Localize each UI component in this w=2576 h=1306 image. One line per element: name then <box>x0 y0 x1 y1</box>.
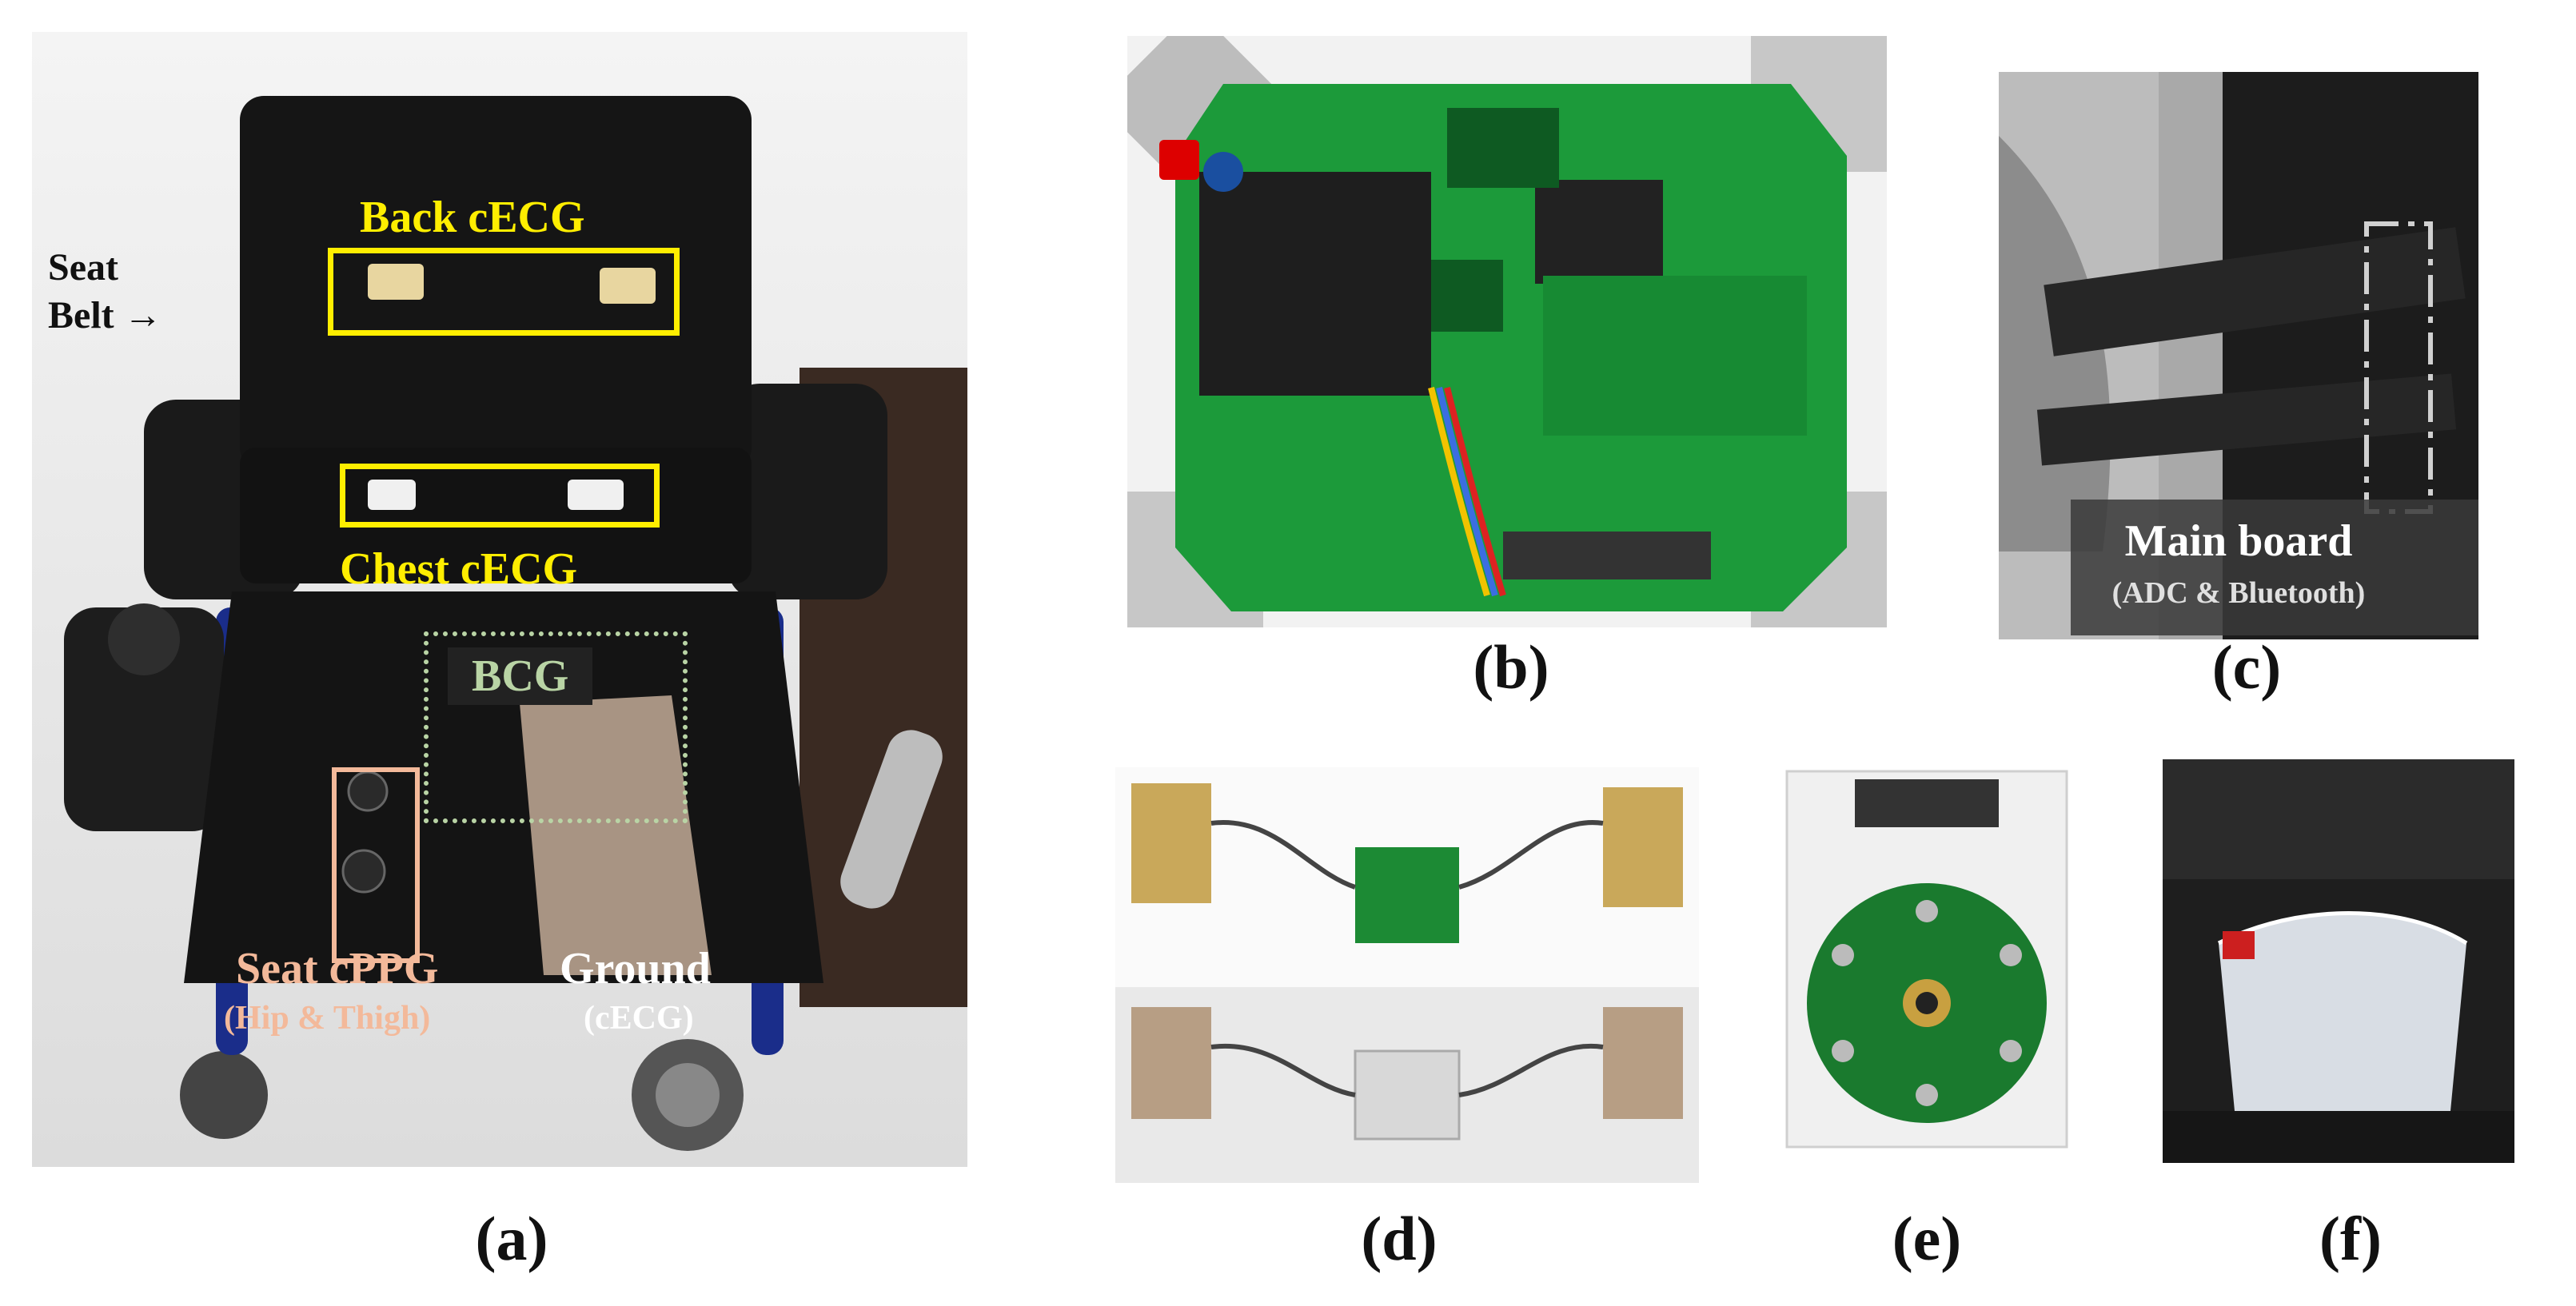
wheelchair-illustration <box>32 32 967 1167</box>
main-board-sublabel: (ADC & Bluetooth) <box>2111 576 2366 610</box>
panel-b-circuit-board-photo <box>1127 36 1887 627</box>
caption-e: (e) <box>1892 1204 1962 1273</box>
panel-d-electrodes-photo <box>1115 767 1699 1183</box>
main-board-label: Main board <box>2124 516 2353 566</box>
bcg-label: BCG <box>448 647 593 705</box>
caption-a: (a) <box>475 1204 548 1273</box>
main-board-mount-illustration <box>1999 72 2478 639</box>
seat-bcg-illustration <box>2163 759 2514 1163</box>
arrow-right-icon: → <box>123 294 162 336</box>
chest-cecg-box <box>340 464 660 528</box>
seat-cppg-label: Seat cPPG <box>236 944 439 993</box>
panel-f-seat-bcg-photo <box>2163 759 2514 1163</box>
seat-cppg-sublabel: (Hip & Thigh) <box>224 1000 431 1037</box>
cppg-sensor-illustration <box>1775 763 2079 1155</box>
caption-c: (c) <box>2211 632 2282 702</box>
ground-sublabel: (cECG) <box>584 1000 694 1037</box>
panel-e-cppg-sensor-photo <box>1775 763 2079 1155</box>
chest-cecg-label: Chest cECG <box>340 544 578 594</box>
seat-belt-label: Seat Belt → <box>48 246 162 336</box>
ground-label: Ground <box>560 944 711 993</box>
electrode-pair-illustration <box>1115 767 1699 1183</box>
pcb-illustration <box>1127 36 1887 627</box>
back-cecg-label: Back cECG <box>360 193 585 242</box>
bcg-box <box>424 631 688 823</box>
panel-a-wheelchair-photo: Seat Belt → Back cECG Chest cECG BCG Sea… <box>32 32 967 1167</box>
caption-f: (f) <box>2319 1204 2382 1273</box>
back-cecg-box <box>328 248 680 336</box>
caption-b: (b) <box>1473 632 1549 702</box>
seat-cppg-box <box>332 767 420 963</box>
caption-d: (d) <box>1361 1204 1438 1273</box>
panel-c-main-board-photo: Main board (ADC & Bluetooth) <box>1999 72 2478 639</box>
